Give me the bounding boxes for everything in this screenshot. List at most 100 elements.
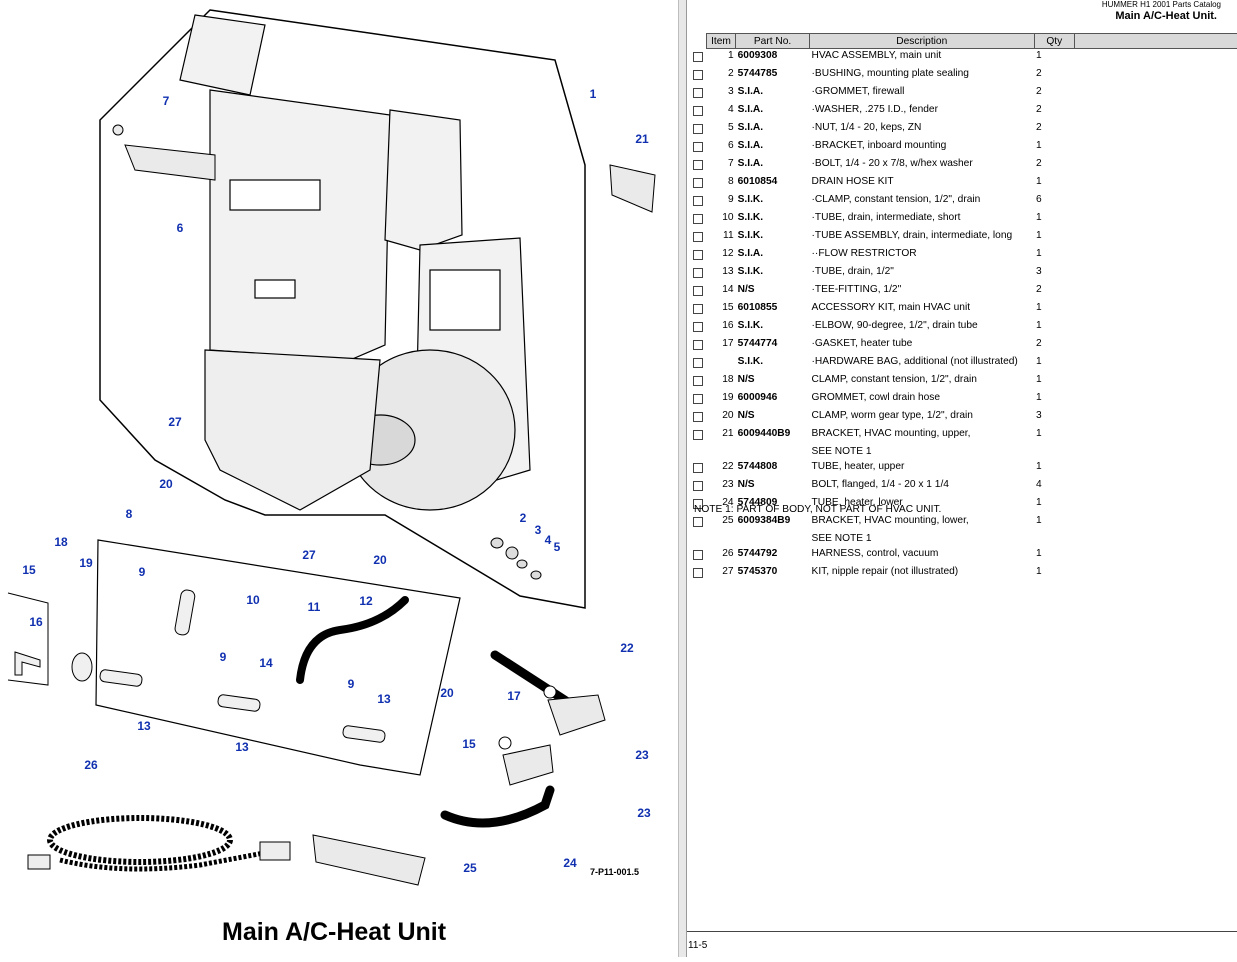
row-checkbox[interactable] bbox=[693, 412, 703, 422]
callout-label: 9 bbox=[220, 650, 227, 664]
item-cell: 1 bbox=[706, 49, 735, 67]
description-cell: ·BUSHING, mounting plate sealing bbox=[810, 67, 1034, 85]
item-cell: 3 bbox=[706, 85, 735, 103]
item-cell: 15 bbox=[706, 301, 735, 319]
row-checkbox[interactable] bbox=[693, 481, 703, 491]
part-number-cell: 5744785 bbox=[736, 67, 810, 85]
row-checkbox[interactable] bbox=[693, 463, 703, 473]
qty-cell: 1 bbox=[1034, 301, 1075, 319]
row-checkbox[interactable] bbox=[693, 322, 703, 332]
qty-cell: 1 bbox=[1034, 175, 1075, 193]
callout-label: 27 bbox=[302, 548, 316, 562]
row-checkbox[interactable] bbox=[693, 340, 703, 350]
callout-label: 15 bbox=[22, 563, 36, 577]
qty-cell: 1 bbox=[1034, 49, 1075, 67]
callout-label: 23 bbox=[637, 806, 651, 820]
description-cell: BOLT, flanged, 1/4 - 20 x 1 1/4 bbox=[810, 478, 1034, 496]
table-row: SEE NOTE 1 bbox=[689, 445, 1237, 460]
row-checkbox-cell bbox=[689, 319, 706, 337]
part-number-cell: 6009308 bbox=[736, 49, 810, 67]
description-cell: CLAMP, worm gear type, 1/2", drain bbox=[810, 409, 1034, 427]
vacuum-harness bbox=[28, 818, 290, 869]
table-row: SEE NOTE 1 bbox=[689, 532, 1237, 547]
callout-label: 1 bbox=[590, 87, 597, 101]
item-cell: 14 bbox=[706, 283, 735, 301]
description-cell: GROMMET, cowl drain hose bbox=[810, 391, 1034, 409]
description-cell: ·WASHER, .275 I.D., fender bbox=[810, 103, 1034, 121]
row-checkbox[interactable] bbox=[693, 517, 703, 527]
row-checkbox[interactable] bbox=[693, 70, 703, 80]
part-number-cell: S.I.A. bbox=[736, 121, 810, 139]
pane-splitter[interactable] bbox=[678, 0, 687, 957]
row-checkbox-cell bbox=[689, 211, 706, 229]
row-checkbox[interactable] bbox=[693, 52, 703, 62]
row-checkbox[interactable] bbox=[693, 268, 703, 278]
callout-label: 15 bbox=[462, 737, 476, 751]
qty-cell: 2 bbox=[1034, 283, 1075, 301]
part-number-cell: 6000946 bbox=[736, 391, 810, 409]
row-checkbox[interactable] bbox=[693, 232, 703, 242]
row-checkbox[interactable] bbox=[693, 124, 703, 134]
qty-cell: 1 bbox=[1034, 319, 1075, 337]
item-cell: 4 bbox=[706, 103, 735, 121]
row-checkbox[interactable] bbox=[693, 88, 703, 98]
qty-cell: 2 bbox=[1034, 157, 1075, 175]
page-divider-rule bbox=[687, 931, 1237, 932]
description-cell: BRACKET, HVAC mounting, upper, bbox=[810, 427, 1034, 445]
row-checkbox[interactable] bbox=[693, 106, 703, 116]
row-checkbox[interactable] bbox=[693, 196, 703, 206]
row-checkbox[interactable] bbox=[693, 214, 703, 224]
row-checkbox[interactable] bbox=[693, 160, 703, 170]
row-checkbox[interactable] bbox=[693, 550, 703, 560]
row-checkbox[interactable] bbox=[693, 394, 703, 404]
qty-cell: 1 bbox=[1034, 229, 1075, 247]
description-cell: HARNESS, control, vacuum bbox=[810, 547, 1034, 565]
item-cell: 12 bbox=[706, 247, 735, 265]
row-checkbox[interactable] bbox=[693, 178, 703, 188]
callout-label: 13 bbox=[137, 719, 151, 733]
item-cell bbox=[706, 355, 735, 373]
row-checkbox[interactable] bbox=[693, 286, 703, 296]
row-checkbox-cell bbox=[689, 337, 706, 355]
callout-label: 9 bbox=[139, 565, 146, 579]
row-checkbox[interactable] bbox=[693, 376, 703, 386]
row-checkbox-cell bbox=[689, 478, 706, 496]
row-checkbox[interactable] bbox=[693, 568, 703, 578]
description-cell: ·GASKET, heater tube bbox=[810, 337, 1034, 355]
row-checkbox-cell bbox=[689, 121, 706, 139]
description-cell: ·TEE-FITTING, 1/2" bbox=[810, 283, 1034, 301]
callout-label: 8 bbox=[126, 507, 133, 521]
part-number-cell: S.I.K. bbox=[736, 211, 810, 229]
header-filler bbox=[1075, 34, 1237, 49]
row-checkbox-cell bbox=[689, 229, 706, 247]
row-checkbox[interactable] bbox=[693, 430, 703, 440]
part-number-cell: S.I.K. bbox=[736, 319, 810, 337]
qty-cell: 1 bbox=[1034, 565, 1075, 583]
row-checkbox[interactable] bbox=[693, 250, 703, 260]
qty-cell: 4 bbox=[1034, 478, 1075, 496]
callout-label: 7 bbox=[163, 94, 170, 108]
column-header-item: Item bbox=[706, 34, 735, 49]
description-cell: DRAIN HOSE KIT bbox=[810, 175, 1034, 193]
row-checkbox[interactable] bbox=[693, 358, 703, 368]
callout-label: 19 bbox=[79, 556, 93, 570]
row-checkbox[interactable] bbox=[693, 142, 703, 152]
description-cell: ·ELBOW, 90-degree, 1/2", drain tube bbox=[810, 319, 1034, 337]
part-number-cell: 5744774 bbox=[736, 337, 810, 355]
part-number-cell: S.I.A. bbox=[736, 139, 810, 157]
description-cell: ·BRACKET, inboard mounting bbox=[810, 139, 1034, 157]
item-cell: 6 bbox=[706, 139, 735, 157]
row-checkbox-cell bbox=[689, 139, 706, 157]
row-checkbox[interactable] bbox=[693, 304, 703, 314]
description-cell: KIT, nipple repair (not illustrated) bbox=[810, 565, 1034, 583]
item-cell: 25 bbox=[706, 514, 735, 532]
row-checkbox-cell bbox=[689, 67, 706, 85]
